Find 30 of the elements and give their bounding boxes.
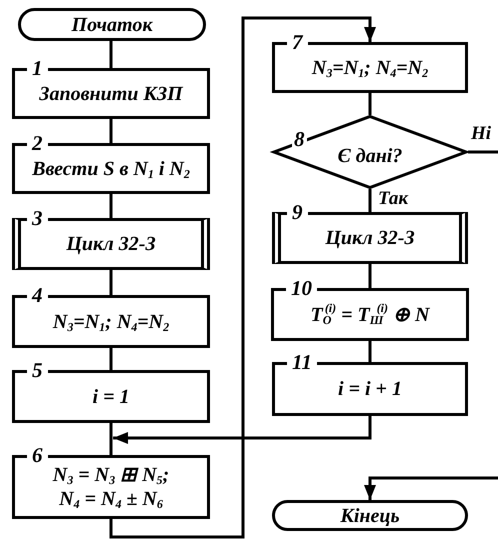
connector bbox=[110, 194, 112, 218]
connector bbox=[110, 119, 112, 143]
arrow bbox=[113, 416, 372, 444]
step-text: Ввести S в N$_{1}$ і N$_{2}$ bbox=[31, 156, 191, 180]
step-text: Початок bbox=[70, 12, 154, 36]
step-text: Є дані? bbox=[336, 144, 404, 168]
step-text: i = 1 bbox=[92, 384, 130, 408]
connector bbox=[368, 341, 372, 362]
connector bbox=[368, 264, 372, 288]
step-text: Цикл 32-З bbox=[65, 232, 157, 256]
step-text: i = i + 1 bbox=[337, 377, 403, 401]
arrow bbox=[364, 476, 498, 500]
step-text: N$_{3}$=N$_{1}$; N$_{4}$=N$_{2}$ bbox=[310, 56, 430, 80]
step-text: N$_{3}$ = N$_{3}$ ⊞ N$_{5}$; N$_{4}$ = N$_{4}$ ± N$_{6}$ bbox=[52, 463, 170, 511]
step-text: Цикл 32-З bbox=[324, 226, 416, 250]
connector bbox=[468, 150, 498, 154]
connector bbox=[110, 270, 112, 295]
step-text: N$_{3}$=N$_{1}$; N$_{4}$=N$_{2}$ bbox=[52, 310, 170, 334]
step-text: T$_{O}$$^{(i)}$ = T$_{Ш}$$^{(i)}$ ⊕ N bbox=[310, 302, 431, 326]
terminal-shape bbox=[18, 8, 206, 41]
decision-diamond bbox=[272, 115, 468, 189]
connector bbox=[368, 189, 372, 212]
terminal-shape bbox=[272, 500, 468, 531]
connector bbox=[110, 41, 112, 68]
step-text: Заповнити КЗП bbox=[38, 82, 184, 106]
connector bbox=[368, 93, 372, 115]
connector bbox=[110, 348, 112, 370]
connector bbox=[110, 423, 112, 455]
arrow bbox=[110, 16, 376, 538]
step-text: Кінець bbox=[339, 504, 401, 528]
